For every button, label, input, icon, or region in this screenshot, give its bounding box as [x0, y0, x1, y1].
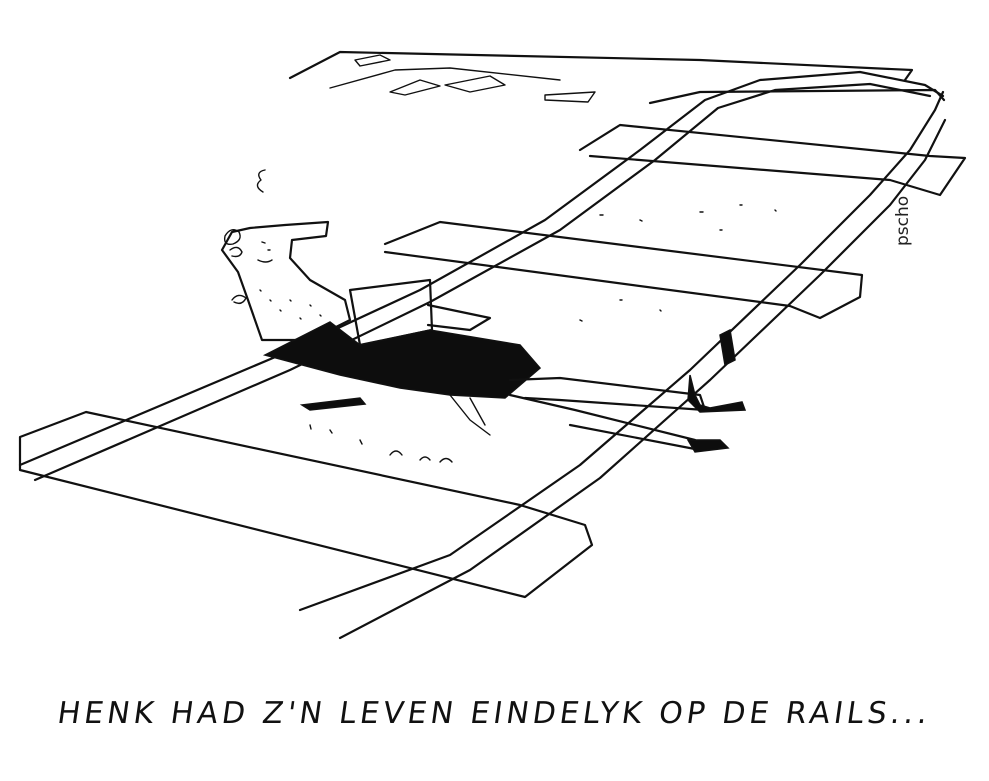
cartoon-caption: HENK HAD Z'N LEVEN EINDELYK OP DE RAILS.…: [55, 696, 934, 731]
railway-sleepers: [18, 50, 967, 599]
artist-signature: pscho: [893, 195, 913, 246]
man-figure: [220, 169, 747, 453]
gravel-dots: [309, 204, 777, 463]
